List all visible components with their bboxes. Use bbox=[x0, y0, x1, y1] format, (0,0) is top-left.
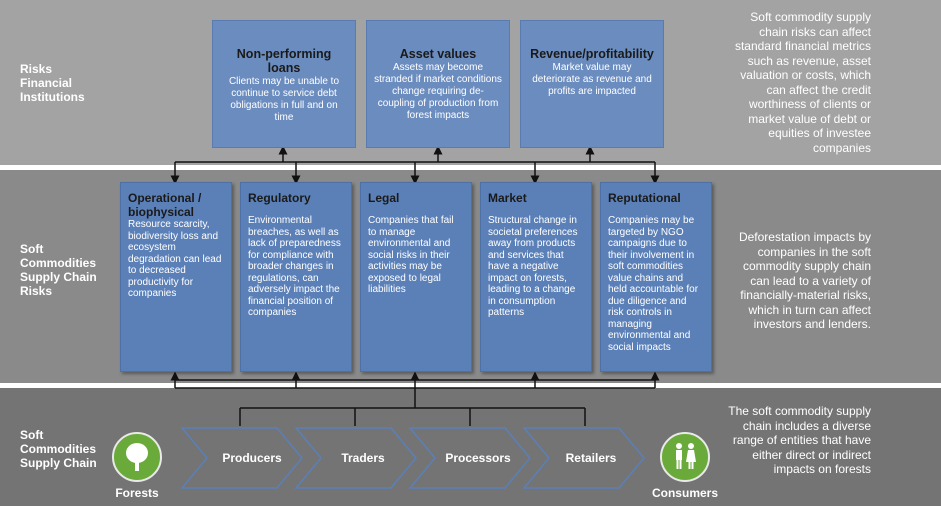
box-regulatory: Regulatory Environmental breaches, as we… bbox=[240, 182, 352, 372]
box-title: Reputational bbox=[608, 191, 681, 205]
band-divider bbox=[0, 383, 941, 388]
chevron-retailers bbox=[522, 427, 645, 489]
financial-connectors bbox=[170, 145, 660, 185]
band-divider bbox=[0, 165, 941, 170]
financial-band-label: Risks Financial Institutions bbox=[20, 62, 85, 104]
box-operational: Operational / biophysical Resource scarc… bbox=[120, 182, 232, 372]
chain-step-traders: Traders bbox=[341, 451, 385, 465]
people-icon bbox=[660, 432, 710, 482]
box-title: Revenue/profitability bbox=[530, 47, 654, 61]
box-title: Legal bbox=[368, 191, 400, 205]
tree-icon bbox=[112, 432, 162, 482]
forests-label: Forests bbox=[115, 486, 159, 500]
supply-chain-band-label: Soft Commodities Supply Chain bbox=[20, 428, 97, 470]
box-title: Asset values bbox=[399, 47, 477, 61]
box-body: Structural change in societal preference… bbox=[488, 215, 578, 318]
chain-step-retailers: Retailers bbox=[565, 451, 617, 465]
financial-description: Soft commodity supply chain risks can af… bbox=[734, 10, 871, 155]
chevrons bbox=[180, 427, 645, 489]
box-legal: Legal Companies that fail to manage envi… bbox=[360, 182, 472, 372]
box-body: Companies may be targeted by NGO campaig… bbox=[608, 215, 699, 353]
box-body: Environmental breaches, as well as lack … bbox=[248, 215, 341, 318]
box-revenue-profitability: Revenue/profitability Market value may d… bbox=[520, 20, 664, 148]
box-body: Assets may become stranded if market con… bbox=[374, 62, 502, 121]
supply-chain-description: The soft commodity supply chain includes… bbox=[728, 404, 871, 476]
box-title: Market bbox=[488, 191, 527, 205]
chevron-producers bbox=[180, 427, 303, 489]
box-asset-values: Asset values Assets may become stranded … bbox=[366, 20, 510, 148]
consumers-label: Consumers bbox=[651, 486, 719, 500]
box-non-performing-loans: Non-performing loans Clients may be unab… bbox=[212, 20, 356, 148]
chevron-processors bbox=[408, 427, 531, 489]
box-body: Market value may deteriorate as revenue … bbox=[532, 62, 652, 97]
box-title: Operational / biophysical bbox=[128, 191, 202, 219]
chevron-traders bbox=[294, 427, 417, 489]
box-title: Regulatory bbox=[248, 191, 311, 205]
box-reputational: Reputational Companies may be targeted b… bbox=[600, 182, 712, 372]
box-market: Market Structural change in societal pre… bbox=[480, 182, 592, 372]
chain-step-producers: Producers bbox=[222, 451, 282, 465]
risk-connectors bbox=[170, 371, 660, 426]
box-body: Companies that fail to manage environmen… bbox=[368, 215, 454, 295]
box-body: Resource scarcity, biodiversity loss and… bbox=[128, 219, 222, 299]
supply-risks-band-label: Soft Commodities Supply Chain Risks bbox=[20, 242, 97, 298]
box-title: Non-performing loans bbox=[236, 47, 332, 75]
supply-risks-description: Deforestation impacts by companies in th… bbox=[738, 230, 871, 331]
box-body: Clients may be unable to continue to ser… bbox=[228, 76, 340, 123]
chain-step-processors: Processors bbox=[445, 451, 511, 465]
